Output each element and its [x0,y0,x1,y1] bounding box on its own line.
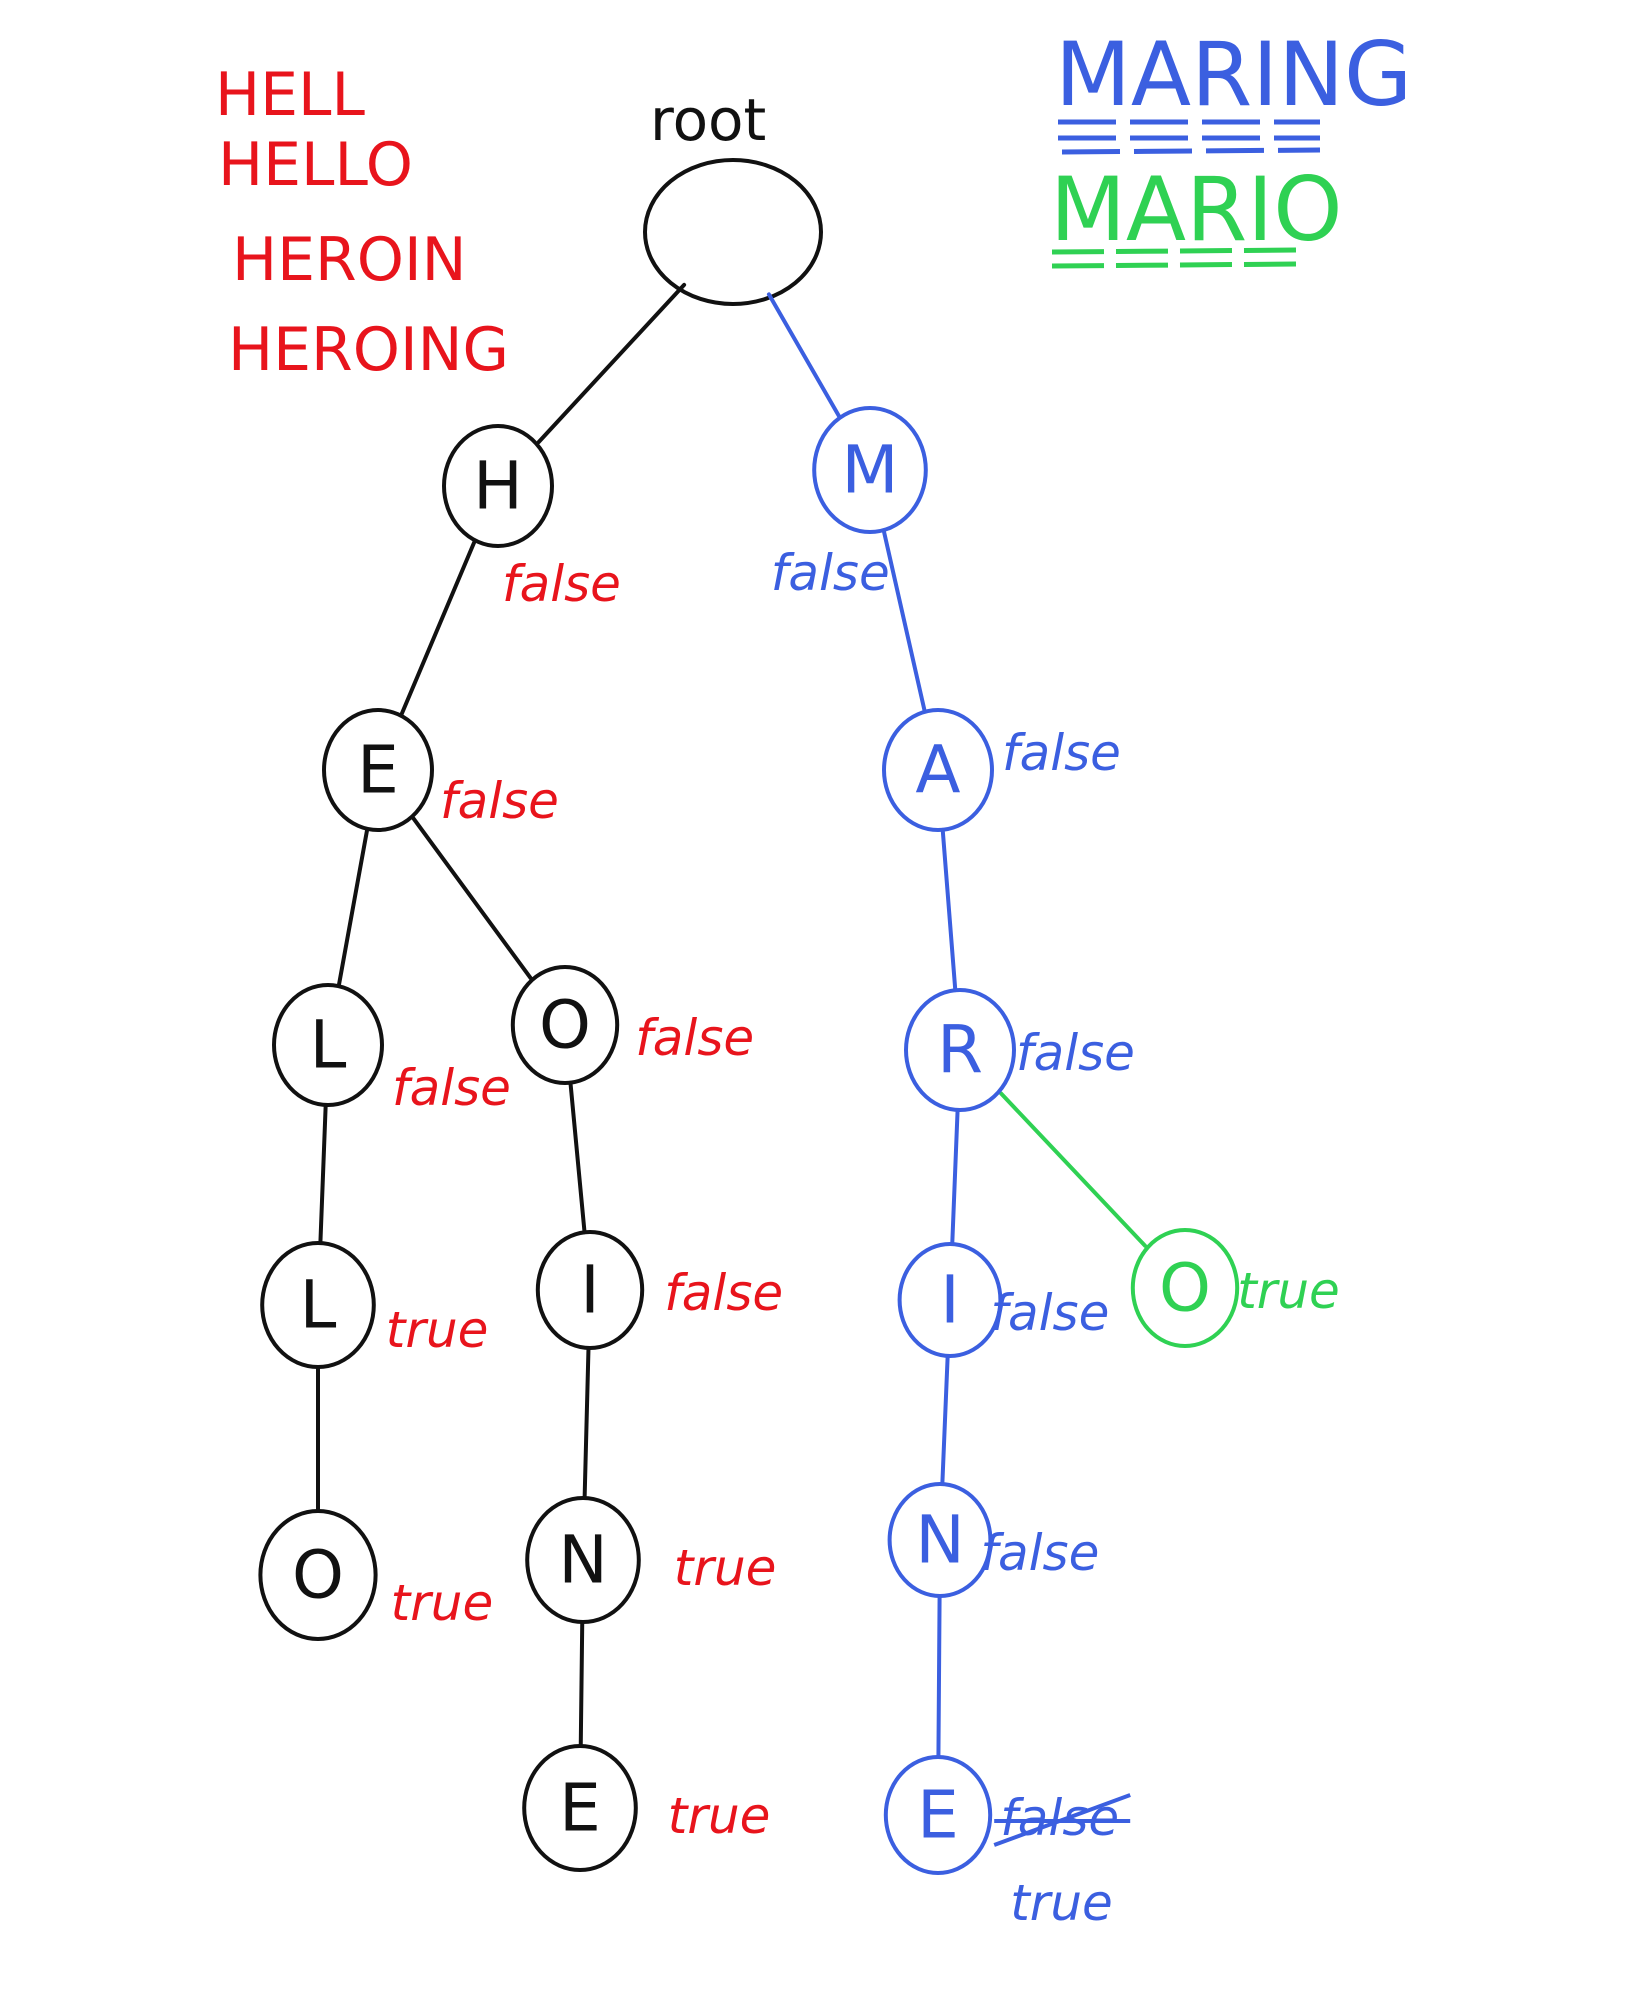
node-letter: O [292,1537,344,1614]
node-letter: I [580,1252,599,1329]
node-circle [887,1482,993,1598]
node-letter: N [558,1522,607,1599]
mario-underline [1051,247,1301,269]
node-circle [535,1230,645,1350]
edge-M-A [881,528,927,714]
node-end-flag: true [668,1787,771,1845]
edge-I1-N1 [582,1345,591,1501]
edge-E1-O2 [411,816,533,981]
node-end-flag: false [502,555,621,613]
node-circle [812,406,928,534]
node-end-flag: true [1237,1262,1340,1320]
node-letter: O [1159,1250,1211,1327]
maring-underline [1058,119,1321,155]
node-circle [897,1242,1003,1358]
word-heroing: HEROING [228,315,509,385]
node-circle [525,1496,641,1624]
node-letter: E [917,1777,959,1854]
node-circle [510,965,620,1085]
node-letter: R [937,1012,983,1089]
word-hell: HELL [215,60,365,130]
node-circle [272,983,384,1107]
node-circle [882,708,994,832]
edge-R-I2 [950,1107,960,1247]
node-letter: M [842,432,899,509]
node-circle [258,1509,378,1641]
root-label: root [650,86,766,154]
node-circle [260,1241,376,1369]
node-letter: N [915,1502,964,1579]
edge-H-E1 [399,539,477,717]
node-letter: E [357,732,399,809]
node-letter: A [915,732,960,809]
node-letter: E [559,1770,601,1847]
node-letter: L [300,1267,337,1344]
edge-O2-I1 [568,1080,587,1235]
node-circle [442,424,554,548]
node-circle [904,988,1016,1112]
node-letter: H [473,448,523,525]
word-maring: MARING [1055,23,1412,155]
edge-root-M [766,292,842,419]
node-end-flag: true [674,1539,777,1597]
edge-E1-L1 [336,827,370,988]
node-circle [522,1744,638,1872]
node-end-flag: false [664,1264,783,1322]
node-end-flag: false [980,1524,1099,1582]
node-end-flag: false [1002,724,1121,782]
node-end-flag: false [392,1059,511,1117]
node-end-flag: true [391,1574,494,1632]
node-letter: I [940,1262,959,1339]
node-end-flag: false [1016,1024,1135,1082]
node-end-flag: true [386,1301,489,1359]
word-mario-text: MARIO [1050,158,1343,261]
node-letter: L [310,1007,347,1084]
edge-N1-E2 [578,1619,585,1749]
word-heroin: HEROIN [232,225,467,295]
word-list-red: HELL HELLO HEROIN HEROING [215,60,509,385]
node-circle [1130,1228,1240,1348]
edge-L1-L2 [318,1102,328,1246]
edge-N2-E3 [936,1593,942,1760]
word-mario: MARIO [1050,158,1343,269]
edge-root-H [536,282,687,444]
edge-A-R [940,827,958,993]
edge-R-O3 [999,1091,1148,1248]
edge-I2-N2 [940,1353,950,1487]
word-hello: HELLO [218,130,413,200]
word-maring-text: MARING [1055,23,1412,126]
flag-correction: true [1010,1874,1113,1932]
node-end-flag: false [990,1284,1109,1342]
node-end-flag: false [771,544,890,602]
node-end-flag: false [440,772,559,830]
node-circle [883,1755,993,1875]
node-circle [322,708,434,832]
node-end-flag: false [635,1009,754,1067]
root-node [643,158,823,306]
node-letter: O [539,987,591,1064]
